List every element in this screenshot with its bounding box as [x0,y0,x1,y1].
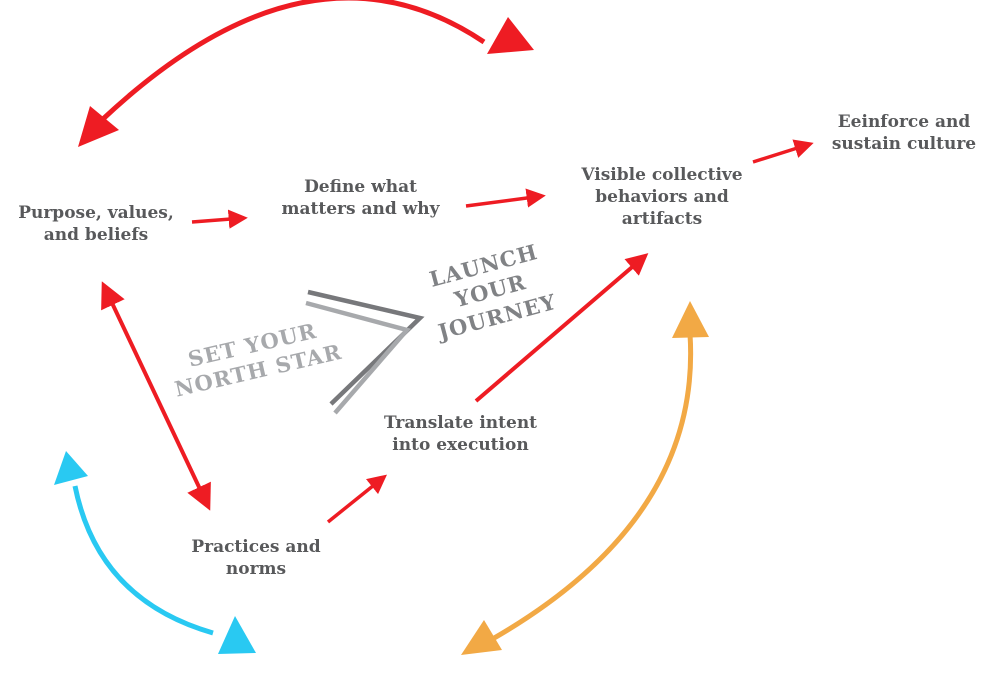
chevron-outer-stroke [307,289,425,406]
arrow-cyan-loop-curve [72,485,214,636]
arrow-culture-loop [78,0,534,147]
arrowhead-cyan-top-icon [54,451,88,485]
node-reinforce-sustain-culture: Eeinforce and sustain culture [831,112,977,155]
arrowhead-right-icon [487,17,534,54]
node-purpose-values-beliefs: Purpose, values, and beliefs [18,203,174,246]
arrow-orange-loop-curve [487,333,694,644]
arrowhead-left-icon [78,106,119,147]
arrowhead-cyan-bottom-icon [218,616,256,654]
arrow-translate-visible [474,253,649,403]
arrow-cyan-loop [54,451,256,654]
arrow-practices-translate [326,474,388,524]
arrowhead-orange-top-icon [672,301,709,338]
arrow-purpose-practices [101,281,211,511]
arrowhead-orange-bottom-icon [461,620,502,655]
node-visible-collective-behaviors: Visible collective behaviors and artifac… [581,165,743,230]
chevron-icon [305,289,425,415]
arrow-define-visible [465,188,546,208]
arrow-orange-loop [461,301,709,655]
arrow-culture-loop-curve [101,0,486,121]
chevron-inner-stroke [305,300,412,415]
arrow-purpose-define [191,209,248,229]
node-translate-intent-execution: Translate intent into execution [383,413,538,456]
node-define-what-matters: Define what matters and why [281,177,440,220]
arrow-visible-reinforce [752,139,814,164]
node-practices-norms: Practices and norms [191,537,321,580]
